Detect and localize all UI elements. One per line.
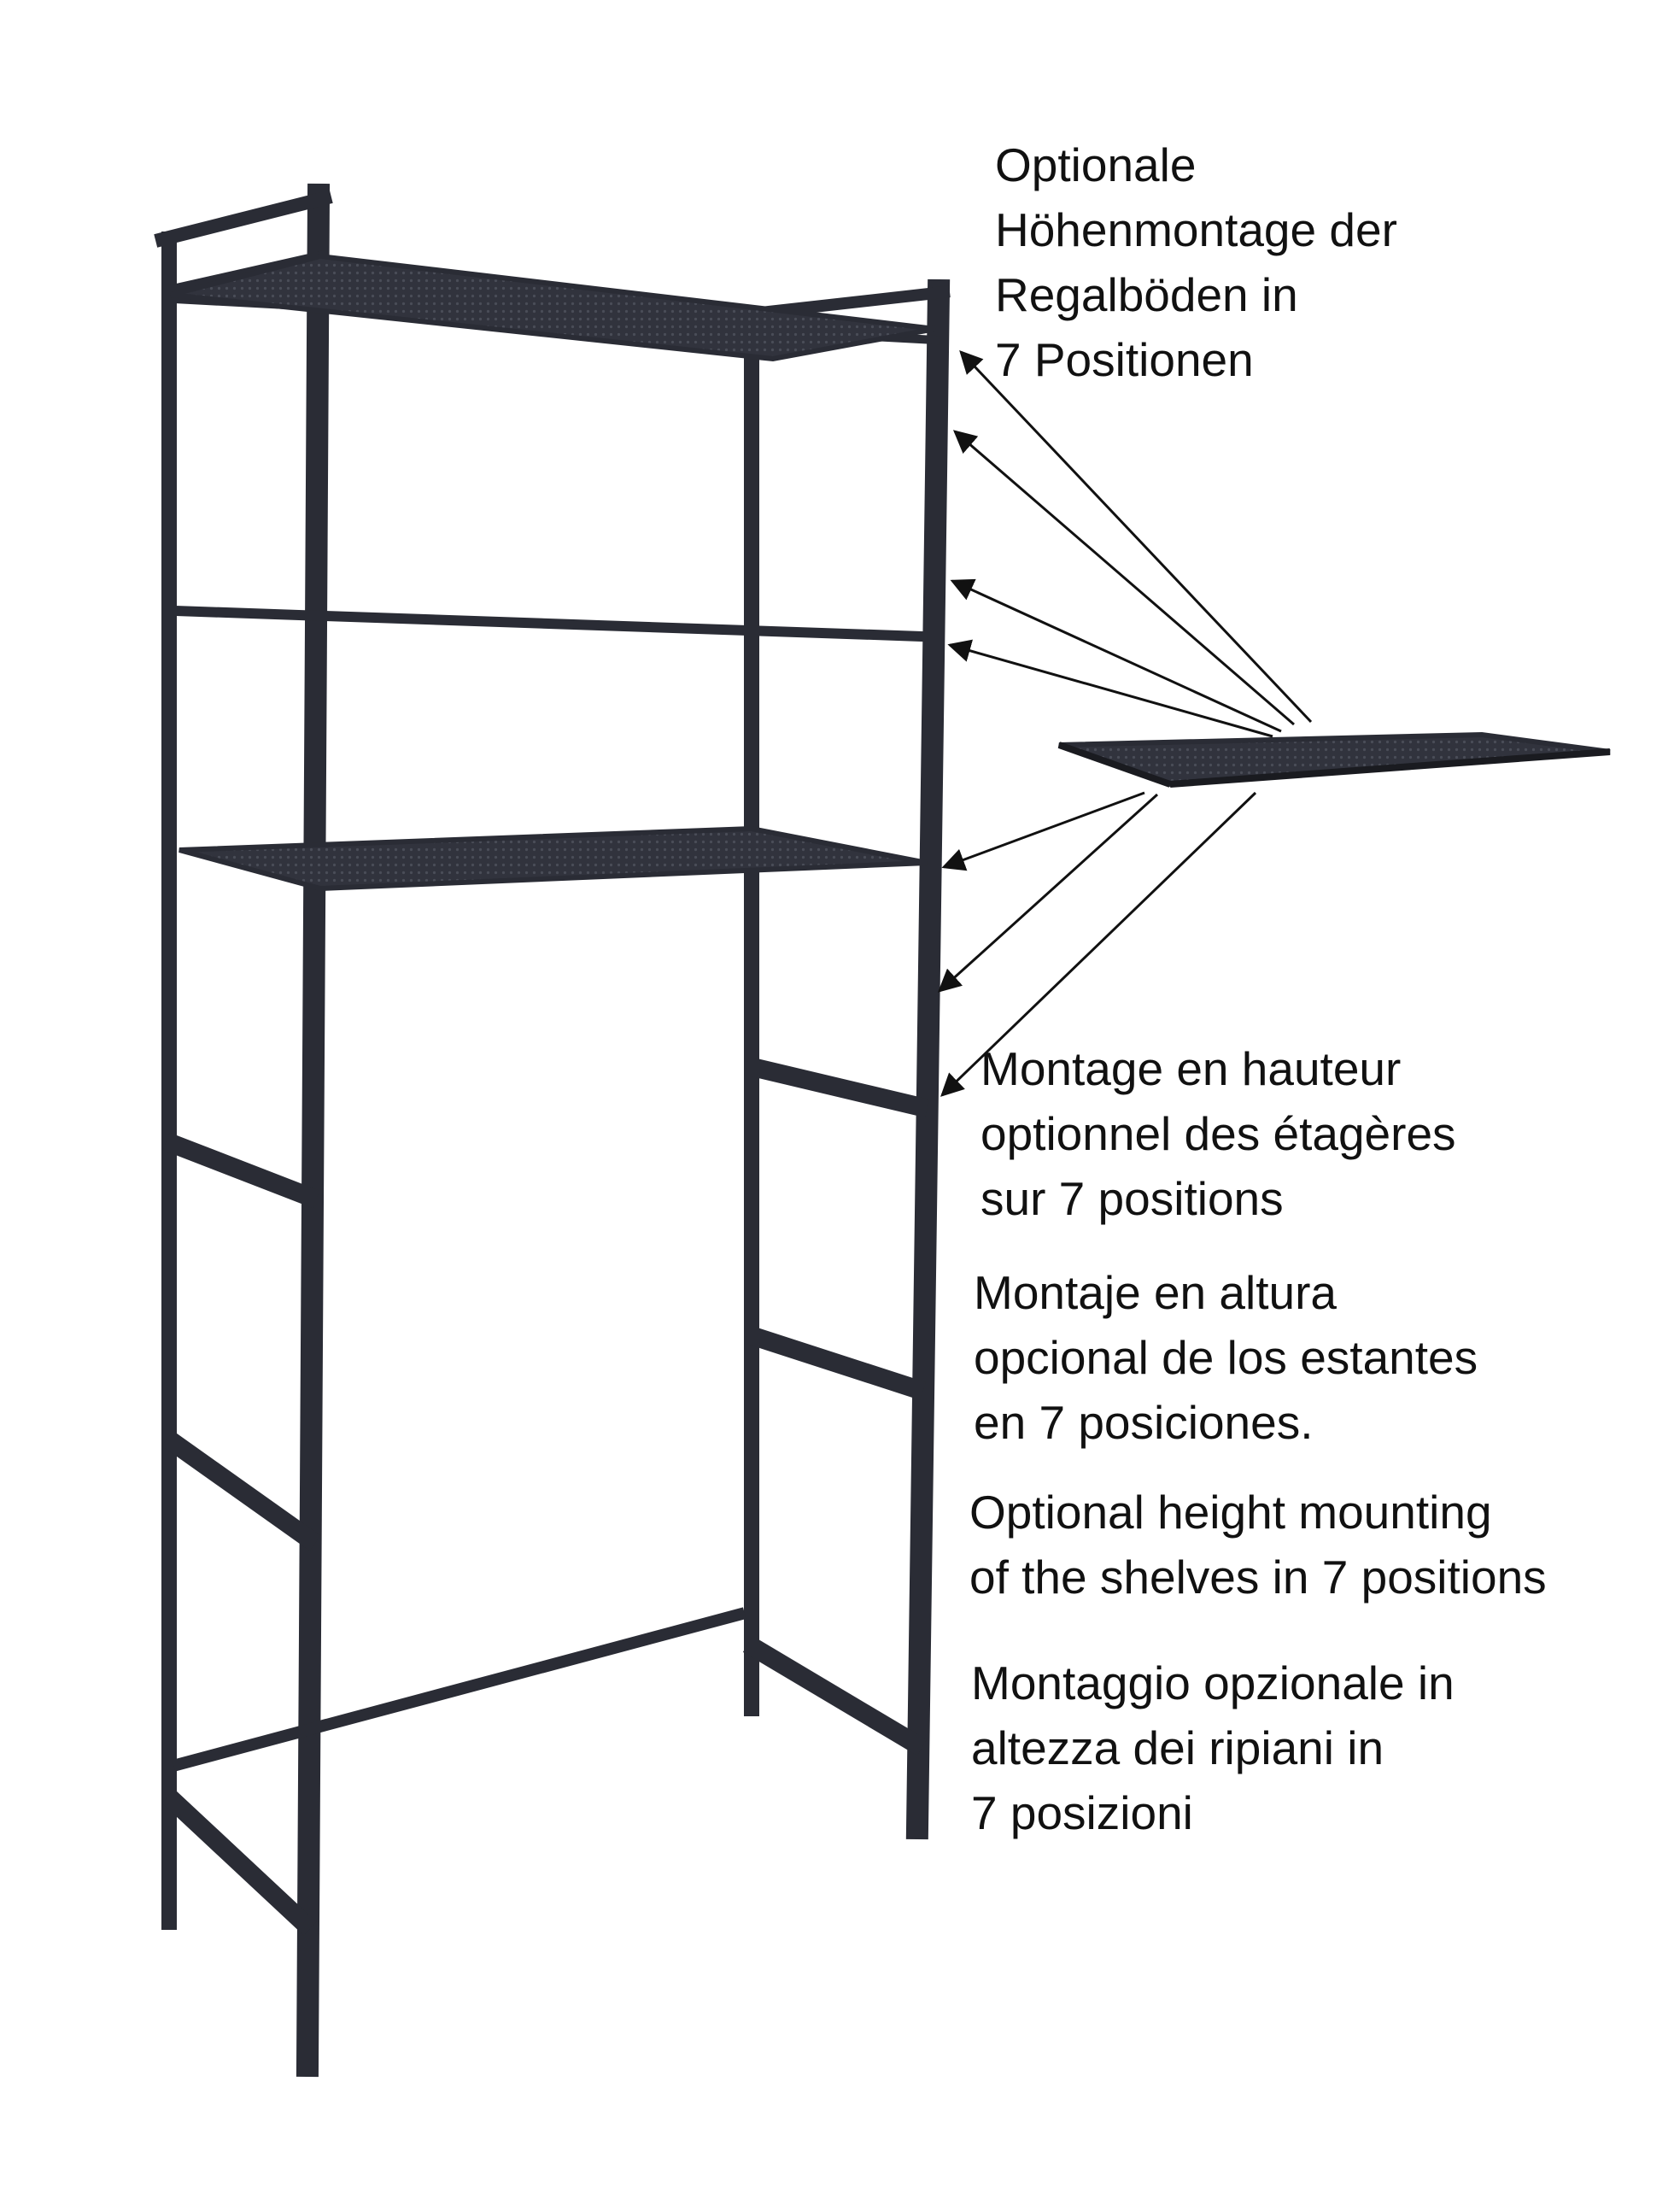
caption-line: opcional de los estantes [974, 1331, 1478, 1384]
caption-line: Regalböden in [995, 268, 1298, 321]
shelf-rack-icon [154, 183, 951, 2078]
caption-line: 7 posizioni [971, 1786, 1193, 1839]
caption-german: Optionale Höhenmontage der Regalböden in… [995, 132, 1397, 392]
caption-spanish: Montaje en altura opcional de los estant… [974, 1260, 1478, 1455]
caption-line: Montaje en altura [974, 1266, 1337, 1319]
position-arrows-icon [937, 350, 1313, 1097]
caption-italian: Montaggio opzionale in altezza dei ripia… [971, 1651, 1455, 1845]
caption-line: Optional height mounting [969, 1486, 1492, 1539]
caption-line: optionnel des étagères [980, 1107, 1456, 1160]
caption-french: Montage en hauteur optionnel des étagère… [980, 1036, 1456, 1231]
caption-line: Höhenmontage der [995, 203, 1397, 256]
caption-line: Optionale [995, 138, 1197, 191]
caption-english: Optional height mounting of the shelves … [969, 1480, 1547, 1609]
middle-shelf-board [179, 825, 928, 892]
front-left-post [296, 183, 331, 2078]
front-right-post [905, 279, 951, 1840]
caption-line: sur 7 positions [980, 1172, 1284, 1225]
caption-line: altezza dei ripiani in [971, 1721, 1384, 1774]
caption-line: en 7 posiciones. [974, 1396, 1314, 1449]
caption-line: of the shelves in 7 positions [969, 1551, 1547, 1604]
caption-line: 7 Positionen [995, 333, 1254, 386]
caption-line: Montaggio opzionale in [971, 1656, 1455, 1709]
top-shelf-board [170, 253, 936, 362]
caption-line: Montage en hauteur [980, 1042, 1402, 1095]
